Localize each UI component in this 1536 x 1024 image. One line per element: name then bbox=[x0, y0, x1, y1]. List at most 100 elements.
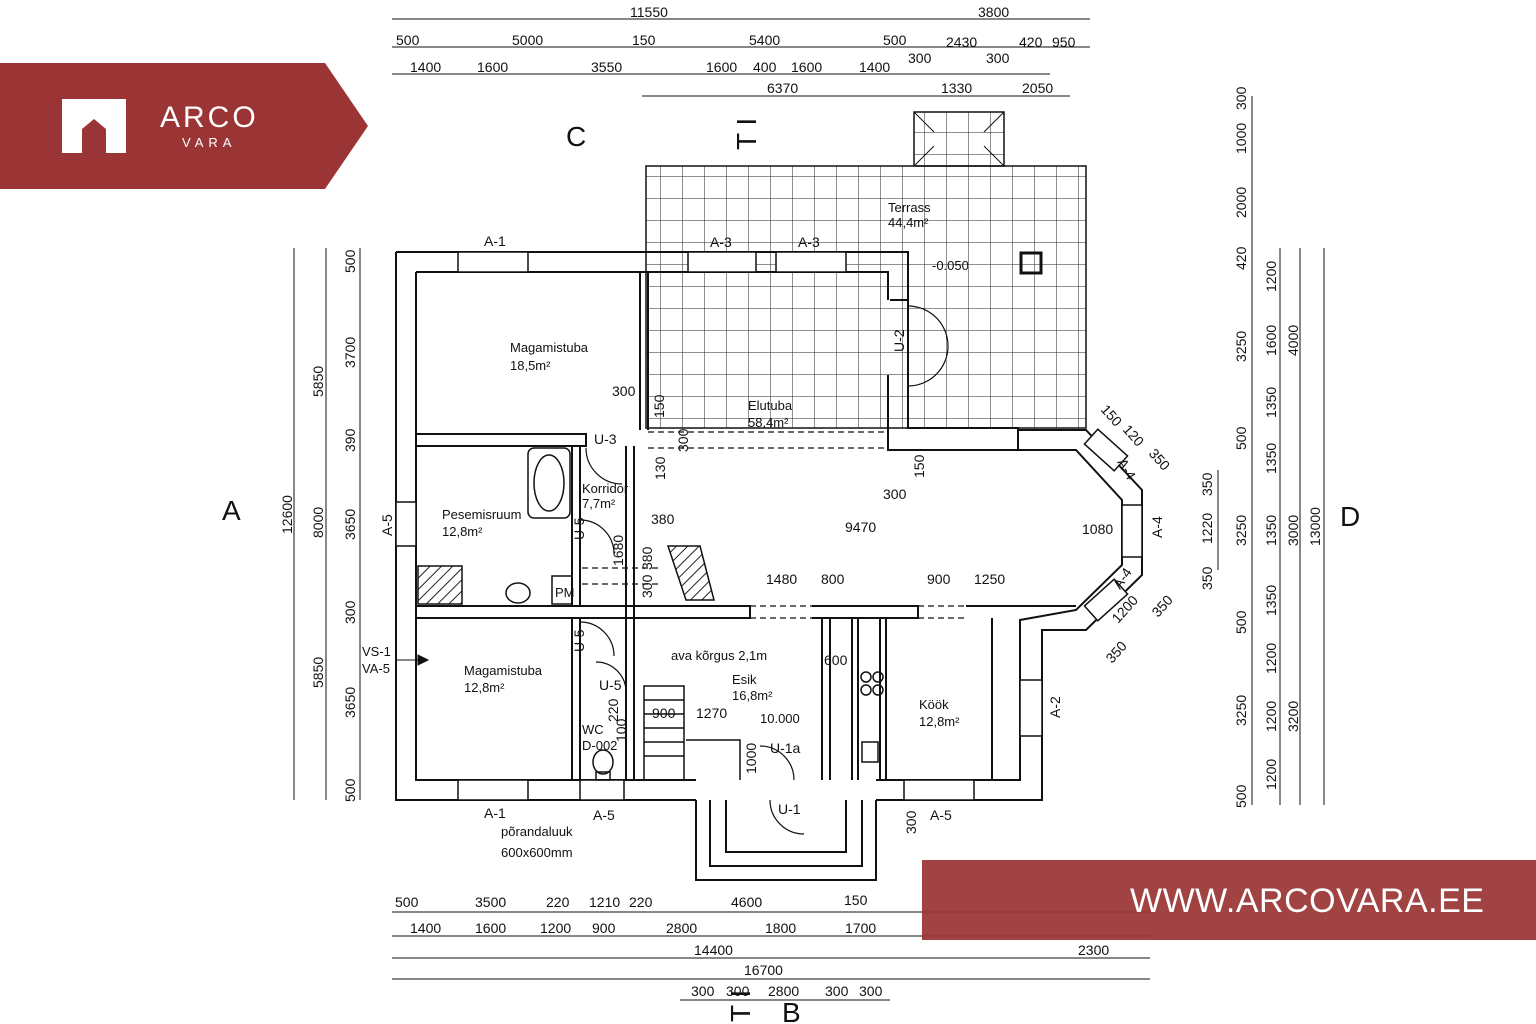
dim-bottom-r1: 3500 bbox=[475, 894, 506, 910]
terrace-name: Terrass bbox=[888, 200, 931, 215]
dim-left-c3: 500 bbox=[342, 249, 358, 273]
section-b-letter: B bbox=[782, 997, 801, 1024]
dim-top-r3: 1400 bbox=[410, 59, 441, 75]
dim-right-c1: 1000 bbox=[1233, 123, 1249, 154]
wc-name: WC bbox=[582, 722, 604, 737]
dim-left-c3: 390 bbox=[342, 428, 358, 452]
dim-right-c2: 1220 bbox=[1199, 513, 1215, 544]
windows bbox=[395, 251, 1143, 801]
dim-left-c2: 5850 bbox=[310, 657, 326, 688]
dim-interior: 300 bbox=[675, 428, 691, 452]
dim-top-r2: 500 bbox=[396, 32, 420, 48]
hall-name: Esik bbox=[732, 672, 757, 687]
dim-interior: 150 bbox=[911, 454, 927, 478]
dim-right-c3: 1350 bbox=[1263, 387, 1279, 418]
dim-right-c3: 1600 bbox=[1263, 325, 1279, 356]
section-c-letter: C bbox=[566, 121, 586, 152]
left-dimensions: 12600 5850 8000 5850 500 3700 390 3650 3… bbox=[279, 249, 358, 802]
floor-hatch-note: põrandaluuk bbox=[501, 824, 573, 839]
brand-logo-banner: ARCO VARA bbox=[0, 63, 368, 189]
dim-top-r3: 3550 bbox=[591, 59, 622, 75]
section-t1-top: T I bbox=[731, 118, 762, 150]
dim-right-c2: 350 bbox=[1199, 472, 1215, 496]
dim-top-r3: 1400 bbox=[859, 59, 890, 75]
dim-right-c3: 1200 bbox=[1263, 759, 1279, 790]
dim-right-c1: 3250 bbox=[1233, 695, 1249, 726]
dim-bottom-r1: 220 bbox=[629, 894, 653, 910]
dim-top-r1: 3800 bbox=[978, 4, 1009, 20]
dim-bottom-r2: 1700 bbox=[845, 920, 876, 936]
dim-left-c3: 3650 bbox=[342, 687, 358, 718]
tag-u5-a: U-5 bbox=[571, 517, 587, 540]
dim-right-c3: 1350 bbox=[1263, 443, 1279, 474]
bedroom-1-name: Magamistuba bbox=[510, 340, 589, 355]
dim-bottom-r1: 1210 bbox=[589, 894, 620, 910]
dim-bottom-r5: 300 bbox=[859, 983, 883, 999]
corridor-name: Korridor bbox=[582, 481, 629, 496]
dim-interior: 220 bbox=[605, 698, 621, 722]
dim-bottom-r4: 16700 bbox=[744, 962, 783, 978]
dim-bottom-r5: 300 bbox=[726, 983, 750, 999]
section-t1-bottom: T I bbox=[725, 990, 756, 1022]
section-d-letter: D bbox=[1340, 501, 1360, 532]
kitchen-area: 12,8m² bbox=[919, 714, 960, 729]
dim-interior: 1270 bbox=[696, 705, 727, 721]
dim-interior: 600 bbox=[824, 652, 848, 668]
dim-interior: 380 bbox=[639, 546, 655, 570]
dim-bottom-r2: 1200 bbox=[540, 920, 571, 936]
house-logo-icon bbox=[62, 99, 126, 158]
bathroom-name: Pesemisruum bbox=[442, 507, 521, 522]
dim-right-c5: 13000 bbox=[1307, 507, 1323, 546]
dim-top-r3: 400 bbox=[753, 59, 777, 75]
tag-a3-right: A-3 bbox=[798, 234, 820, 250]
dim-interior: 150 bbox=[651, 394, 667, 418]
section-letters: A B C D T I T I bbox=[222, 118, 1360, 1024]
dashed-openings bbox=[582, 431, 966, 619]
tag-a1-bottom: A-1 bbox=[484, 805, 506, 821]
dim-left-c2: 5850 bbox=[310, 366, 326, 397]
dim-bottom-r5: 300 bbox=[825, 983, 849, 999]
interior-dimensions: 300 150 300 130 150 300 380 9470 1080 16… bbox=[605, 383, 1176, 834]
dim-right-c1: 420 bbox=[1233, 246, 1249, 270]
section-a-letter: A bbox=[222, 495, 241, 526]
dim-right-c3: 1200 bbox=[1263, 701, 1279, 732]
tag-u1a: U-1a bbox=[770, 740, 801, 756]
dim-right-c1: 3250 bbox=[1233, 515, 1249, 546]
dim-top-r4: 1330 bbox=[941, 80, 972, 96]
dim-top-r4: 6370 bbox=[767, 80, 798, 96]
dim-interior: 1680 bbox=[610, 535, 626, 566]
dim-top-r2: 150 bbox=[632, 32, 656, 48]
dim-right-c3: 1200 bbox=[1263, 261, 1279, 292]
dim-bottom-r2: 1400 bbox=[410, 920, 441, 936]
doors bbox=[579, 305, 949, 835]
dim-right-c1: 2000 bbox=[1233, 187, 1249, 218]
website-text: WWW.ARCOVARA.EE bbox=[1130, 882, 1485, 920]
dim-top-r2: 420 bbox=[1019, 34, 1043, 50]
dim-top-r3: 1600 bbox=[477, 59, 508, 75]
vs-label: VS-1 bbox=[362, 644, 391, 659]
dim-bottom-r5: 300 bbox=[691, 983, 715, 999]
dim-bottom-r1: 150 bbox=[844, 892, 868, 908]
hall-level: 10.000 bbox=[760, 711, 800, 726]
dim-top-r2: 950 bbox=[1052, 34, 1076, 50]
room-labels: Magamistuba 18,5m² Elutuba 58,4m² Terras… bbox=[442, 200, 969, 753]
bedroom-2-area: 12,8m² bbox=[464, 680, 505, 695]
notes: ava kõrgus 2,1m põrandaluuk 600x600mm VS… bbox=[362, 644, 767, 860]
website-banner: WWW.ARCOVARA.EE bbox=[922, 860, 1536, 940]
dim-right-c3: 1350 bbox=[1263, 585, 1279, 616]
dim-bottom-r2: 2800 bbox=[666, 920, 697, 936]
dim-right-c4: 4000 bbox=[1285, 325, 1301, 356]
dim-bottom-r3: 14400 bbox=[694, 942, 733, 958]
dim-top-r1: 11550 bbox=[630, 4, 668, 20]
dim-interior: 300 bbox=[903, 810, 919, 834]
tag-u5-c: U-5 bbox=[599, 677, 622, 693]
dim-interior: 900 bbox=[927, 571, 951, 587]
dim-top-r2: 500 bbox=[883, 32, 907, 48]
walls bbox=[395, 251, 1143, 881]
fixtures bbox=[417, 447, 884, 781]
pm-label: PM bbox=[555, 585, 575, 600]
dim-bottom-r1: 4600 bbox=[731, 894, 762, 910]
element-tags: A-1 A-3 A-3 A-4 A-4 A-4 A-5 A-1 A-5 A-5 … bbox=[379, 233, 1165, 823]
dim-right-c2: 350 bbox=[1199, 566, 1215, 590]
tag-a3-left: A-3 bbox=[710, 234, 732, 250]
